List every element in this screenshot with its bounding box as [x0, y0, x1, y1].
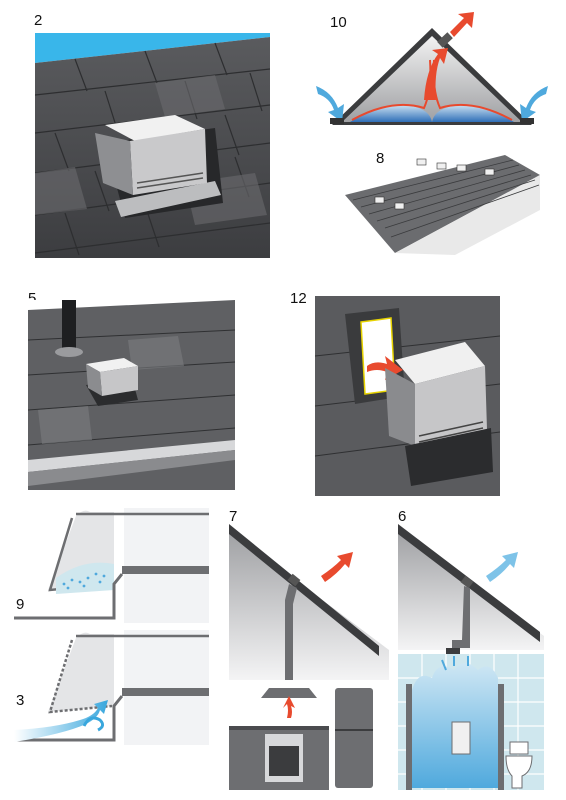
- panel-5-number: 5: [28, 290, 37, 307]
- exhaust-arrow-icon: [450, 12, 474, 37]
- toilet: [505, 755, 533, 789]
- panel-9-soffit-with-insulation: [14, 508, 209, 623]
- vent-top: [105, 115, 205, 141]
- panel-8-roof-multiple-vents: [345, 155, 545, 255]
- plumbing-stack: [62, 300, 76, 352]
- exhaust-arrow-icon: [486, 552, 518, 582]
- towel: [451, 721, 471, 755]
- panel-6-number: 6: [398, 508, 407, 525]
- panel-10-number: 10: [330, 14, 347, 31]
- roof-slope: [229, 524, 379, 656]
- bath-fan: [446, 648, 460, 654]
- exhaust-duct: [452, 586, 470, 648]
- panel-8-number: 8: [376, 150, 385, 167]
- panel-6-bathroom-exhaust: [398, 520, 548, 790]
- panel-5-vent-with-stack: [28, 300, 235, 490]
- intake-arrow-left-icon: [316, 86, 344, 122]
- panel-9-number: 9: [16, 596, 25, 613]
- steam-arrow-icon: [283, 696, 295, 718]
- sky: [35, 33, 270, 63]
- exhaust-duct: [285, 584, 297, 680]
- range-hood: [261, 688, 317, 698]
- panel-7-kitchen-exhaust: [229, 520, 389, 790]
- panel-12-vent-installation: [315, 296, 500, 496]
- panel-2-roof-vent-closeup: [35, 33, 270, 258]
- panel-12-number: 12: [290, 290, 307, 307]
- exhaust-arrow-icon: [321, 552, 353, 582]
- panel-3-soffit-airflow: [14, 630, 209, 745]
- panel-2-number: 2: [34, 12, 43, 29]
- vent-flashing: [115, 181, 221, 217]
- panel-10-attic-airflow: [312, 10, 552, 140]
- intake-arrow-right-icon: [520, 86, 548, 122]
- panel-7-number: 7: [229, 508, 238, 525]
- refrigerator: [335, 688, 373, 788]
- panel-3-number: 3: [16, 692, 25, 709]
- vent-front: [130, 129, 207, 195]
- intake-air-arrow-icon: [14, 700, 108, 742]
- hot-air-arrow: [424, 48, 448, 100]
